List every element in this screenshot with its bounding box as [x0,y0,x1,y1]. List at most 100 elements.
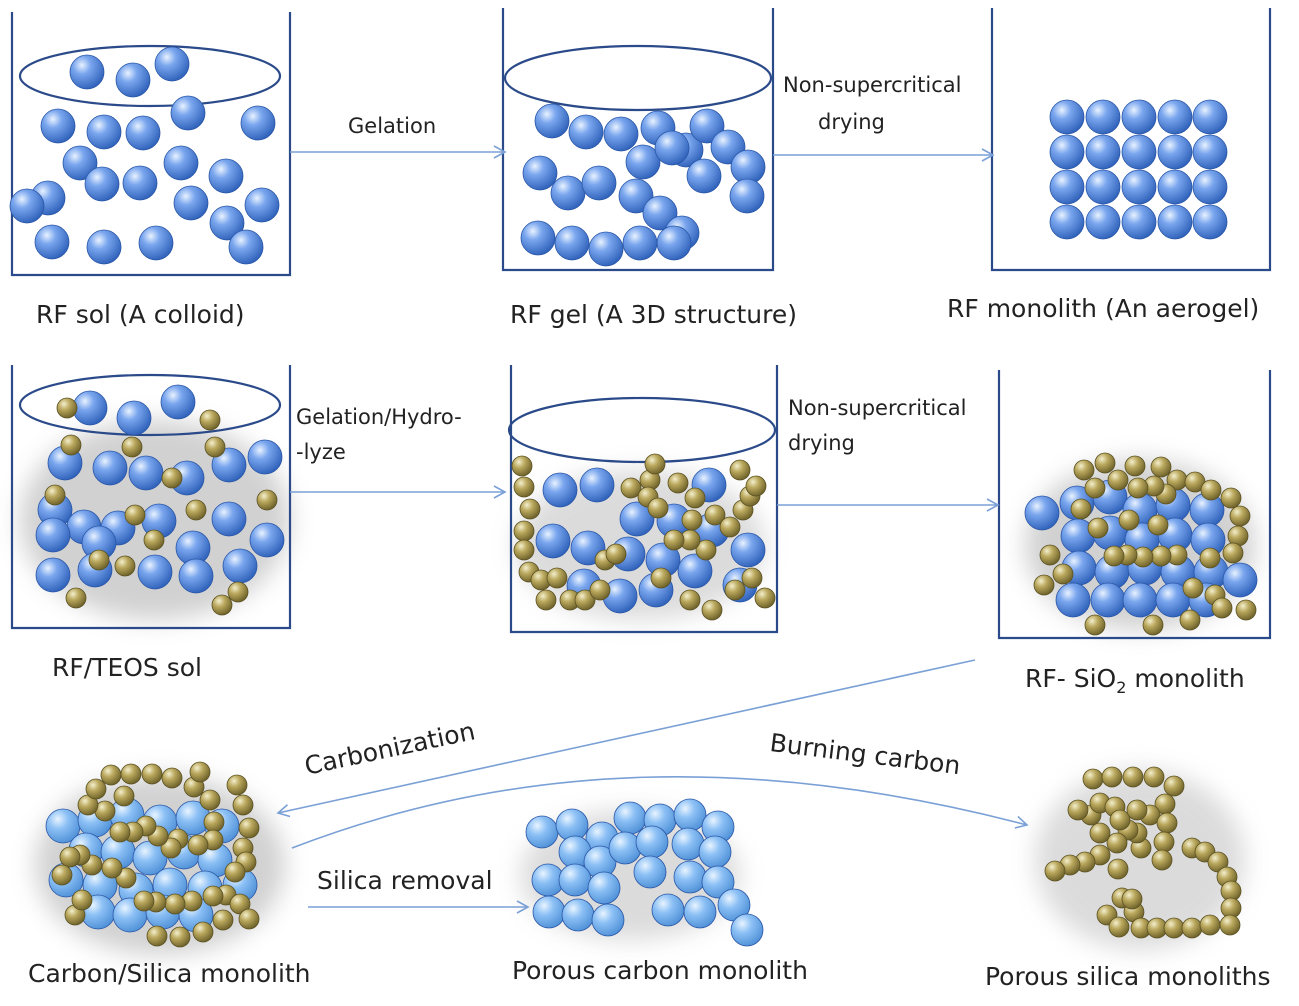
gel2-gold-particle [667,472,689,494]
carbon-silica-gold-particle [161,767,183,789]
monolith2-gold-particle [1033,574,1055,596]
colloid-particle [125,115,161,151]
beaker-rf-monolith [990,8,1272,272]
label-gelation-hydro-line1: Gelation/Hydro- [296,405,462,429]
carbon-silica-gold-particle [133,890,155,912]
label-silica-removal: Silica removal [317,866,493,895]
porous-carbon-particle [683,895,717,929]
gel2-gold-particle [663,529,685,551]
sol-gold-particle [185,499,207,521]
monolith2-gold-particle [1084,477,1106,499]
beakers [10,8,1272,640]
sol-blue-particle [222,548,258,584]
gel2-gold-particle [589,579,611,601]
porous-silica-particle [1109,809,1131,831]
gel2-gold-particle [729,459,751,481]
porous-carbon-particle [532,895,566,929]
porous-silica-particle [1143,766,1165,788]
colloid-particle [240,105,276,141]
sol-gold-particle [256,489,278,511]
gel-particle [689,108,725,144]
carbonization-arrow [276,659,976,818]
carbon-silica-gold-particle [238,908,260,930]
caption-rf-teos-sol: RF/TEOS sol [52,653,202,682]
porous-silica-particle [1151,849,1173,871]
beaker-rf-teos-sol-rim [18,373,282,437]
colloid-particle [209,205,245,241]
sol-blue-particle [247,439,283,475]
carbon-silica-gold-particle [192,921,214,943]
beaker-rf-sio2-gel [509,365,779,634]
caption-rf-sio2-sub: 2 [1116,678,1127,697]
sol-blue-particle [35,557,71,593]
sol-gold-particle [204,436,226,458]
aerogel-particle [1121,169,1157,205]
sol-gold-particle [124,504,146,526]
carbon-silica-gold-particle [160,837,182,859]
gel2-gold-particle [701,599,723,621]
monolith2-blue-particle [1024,495,1060,531]
beaker-rf-teos-sol [10,365,292,630]
gel2-gold-particle [679,589,701,611]
sol-blue-particle [35,517,71,553]
sol-blue-particle [72,390,108,426]
porous-silica-particle [1122,766,1144,788]
gel2-gold-particle [704,504,726,526]
porous-silica-particle [1082,768,1104,790]
gel2-blue-particle [619,501,655,537]
monolith2-gold-particle [1229,505,1251,527]
colloid-particle [154,46,190,82]
caption-porous-silica-monoliths: Porous silica monoliths [985,962,1271,991]
gel2-gold-particle [513,539,535,561]
caption-rf-monolith: RF monolith (An aerogel) [947,294,1260,323]
caption-porous-carbon-monolith: Porous carbon monolith [512,956,808,985]
gel2-gold-particle [684,487,706,509]
gel2-blue-particle [730,532,766,568]
monolith2-gold-particle [1070,498,1092,520]
carbon-silica-gold-particle [85,778,107,800]
porous-carbon-particle [673,798,707,832]
aerogel-particle [1192,169,1228,205]
label-drying2-line2: drying [788,431,855,455]
gel-particle [554,225,590,261]
gel-particle [520,220,556,256]
gel2-gold-particle [644,453,666,475]
porous-silica-particle [1108,916,1130,938]
colloid-particle [69,54,105,90]
porous-carbon-particle [525,815,559,849]
monolith2-gold-particle [1039,544,1061,566]
sol-blue-particle [137,554,173,590]
aerogel-particle [1085,169,1121,205]
porous-carbon-particle [608,831,642,865]
porous-carbon-particle [698,835,732,869]
monolith2-gold-particle [1084,614,1106,636]
monolith2-blue-particle [1222,562,1258,598]
porous-carbon-particle [591,903,625,937]
gel2-gold-particle [546,567,568,589]
carbon-silica-gold-particle [181,890,203,912]
monolith2-gold-particle [1199,547,1221,569]
label-drying2-line1: Non-supercritical [788,396,967,420]
gel-particle [568,114,604,150]
carbon-silica-gold-particle [164,893,186,915]
aerogel-particle [1192,204,1228,240]
caption-rf-sio2-prefix: RF- SiO [1025,664,1117,693]
burning-carbon-arrow [291,776,1029,849]
gel2-gold-particle [511,455,533,477]
sol-gold-particle [44,484,66,506]
aerogel-particle [1121,204,1157,240]
gel-particle [622,225,658,261]
sol-gold-particle [211,594,233,616]
aerogel-particle [1157,204,1193,240]
carbon-silica-gold-particle [212,909,234,931]
colloid-particle [244,187,280,223]
aerogel-particle [1121,134,1157,170]
porous-carbon-particle [587,871,621,905]
sol-gold-particle [161,467,183,489]
carbon-silica-gold-particle [202,885,224,907]
porous-carbon-particle [701,865,735,899]
carbon-silica-gold-particle [203,811,225,833]
gel2-blue-particle [535,523,571,559]
aerogel-particle [1085,99,1121,135]
gel-particle [686,158,722,194]
